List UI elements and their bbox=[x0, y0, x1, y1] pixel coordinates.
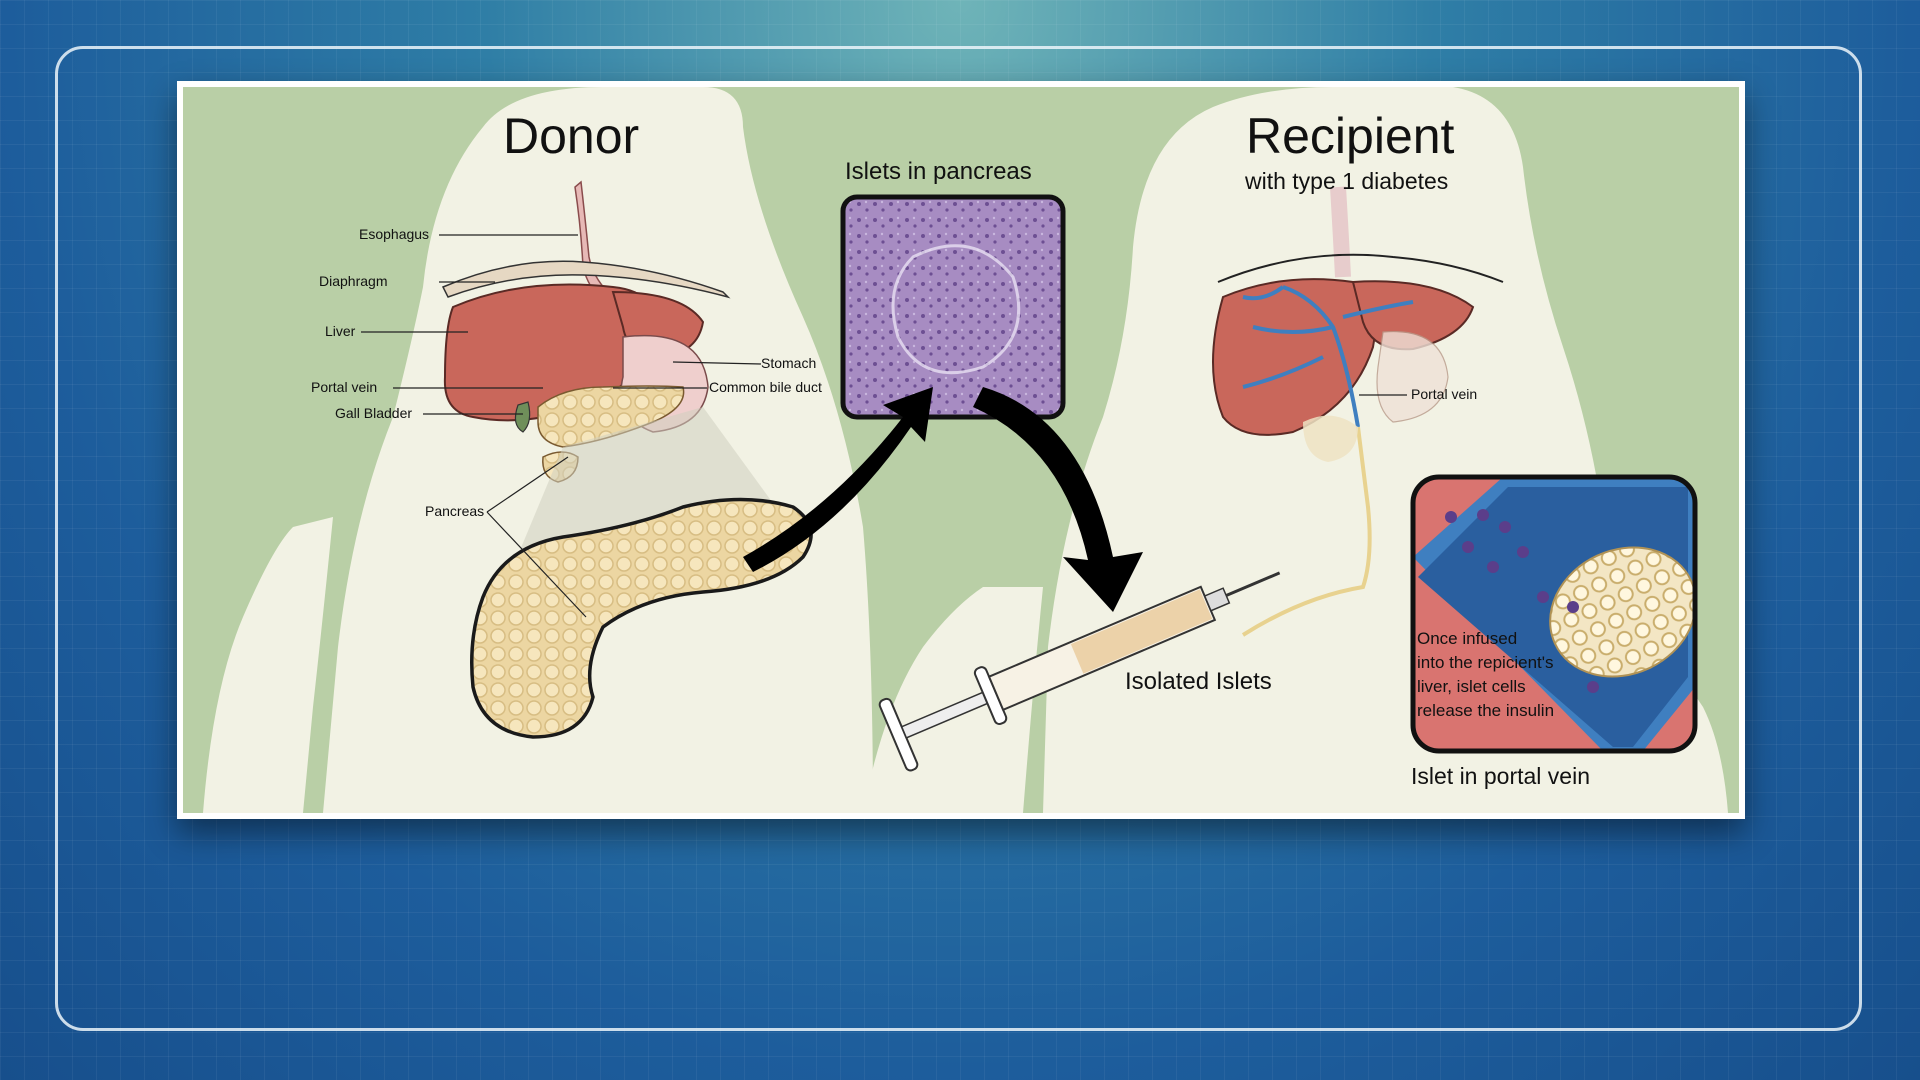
label-islets-in-pancreas: Islets in pancreas bbox=[845, 158, 1032, 185]
inset-note-line: liver, islet cells bbox=[1417, 677, 1526, 696]
label-esophagus: Esophagus bbox=[359, 226, 430, 242]
label-diaphragm: Diaphragm bbox=[319, 273, 388, 289]
inset-note-line: into the repicient's bbox=[1417, 653, 1554, 672]
islets-tissue-box bbox=[840, 194, 1066, 420]
recipient-esophagus bbox=[1330, 186, 1351, 278]
illustration-panel: Donor Esophagus Diaphragm Liver Portal v… bbox=[177, 81, 1745, 819]
recipient-title: Recipient bbox=[1246, 108, 1455, 164]
label-liver: Liver bbox=[325, 323, 356, 339]
recipient-diaphragm bbox=[1217, 253, 1504, 283]
donor-left-arm bbox=[203, 517, 333, 813]
donor-leader-lines bbox=[361, 234, 762, 618]
donor-title: Donor bbox=[503, 108, 640, 164]
recipient-veins bbox=[1242, 285, 1414, 428]
recipient-subtitle: with type 1 diabetes bbox=[1245, 168, 1449, 194]
donor-gall-bladder bbox=[514, 401, 531, 433]
label-pancreas: Pancreas bbox=[425, 503, 485, 519]
screen-frame bbox=[55, 46, 1862, 1031]
inset-note: Once infused into the repicient's liver,… bbox=[1417, 627, 1554, 723]
inset-note-line: Once infused bbox=[1417, 629, 1518, 648]
inset-portal-vein bbox=[1410, 474, 1698, 754]
catheter-tube bbox=[1241, 426, 1372, 637]
pancreas-enlarged bbox=[470, 497, 813, 739]
donor-diaphragm bbox=[441, 260, 731, 299]
label-stomach: Stomach bbox=[761, 355, 817, 371]
arrow-to-syringe bbox=[973, 387, 1143, 612]
arrow-to-islets bbox=[743, 387, 933, 572]
recipient-pancreas bbox=[1303, 415, 1358, 462]
label-gall-bladder: Gall Bladder bbox=[335, 405, 413, 421]
inset-note-line: release the insulin bbox=[1417, 701, 1555, 720]
syringe bbox=[878, 571, 1281, 772]
label-recipient-portal-vein: Portal vein bbox=[1411, 386, 1478, 402]
label-common-bile-duct: Common bile duct bbox=[709, 379, 822, 395]
inset-caption: Islet in portal vein bbox=[1411, 763, 1590, 789]
illustration-artwork bbox=[183, 87, 1739, 813]
recipient-liver bbox=[1212, 278, 1377, 436]
recipient-stomach bbox=[1376, 330, 1449, 423]
donor-pancreas-small bbox=[537, 385, 685, 448]
label-isolated-islets: Isolated Islets bbox=[1125, 668, 1272, 695]
label-portal-vein: Portal vein bbox=[311, 379, 378, 395]
